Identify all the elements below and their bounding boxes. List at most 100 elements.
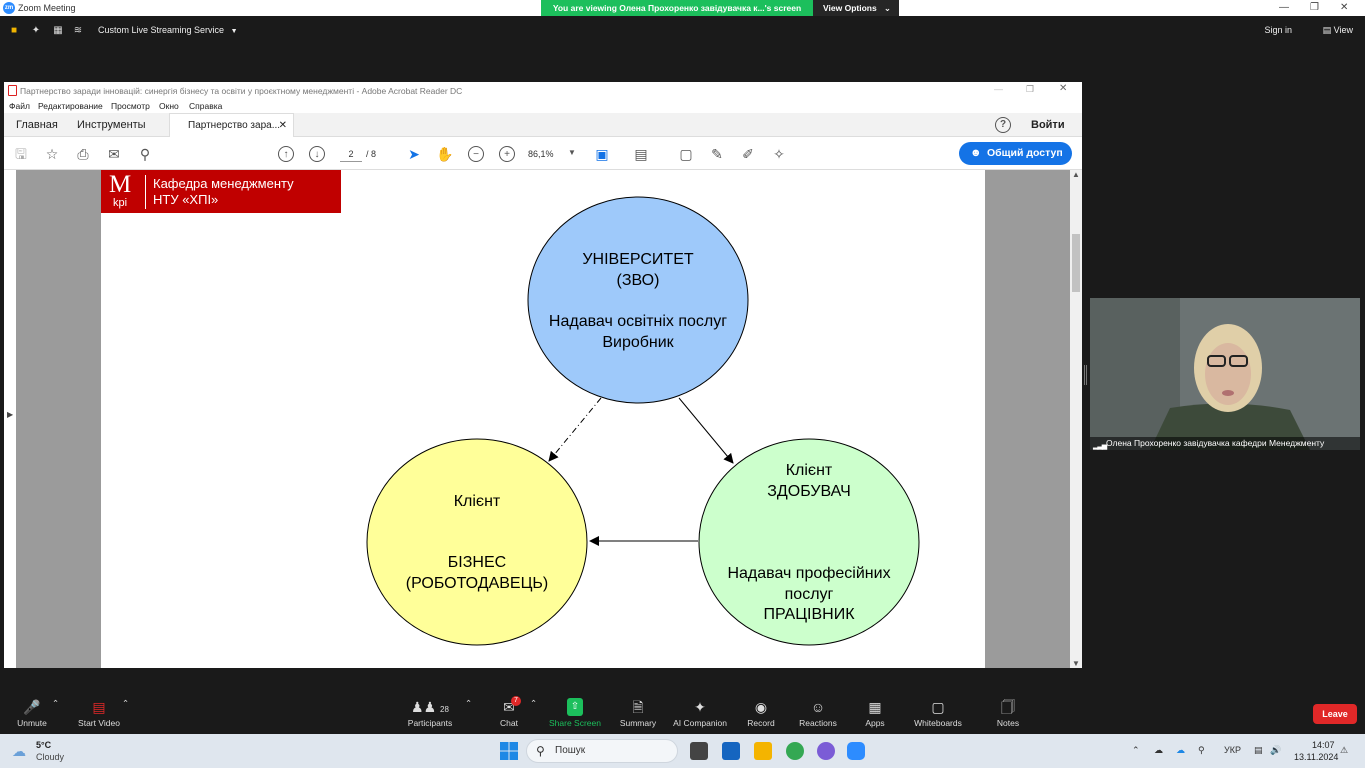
volume-icon[interactable]: 🔊 — [1270, 745, 1282, 755]
chat-caret-icon[interactable]: ⌃ — [530, 698, 538, 708]
cloud-weather-icon[interactable]: ☁ — [12, 743, 26, 759]
scroll-down-icon[interactable]: ▼ — [1072, 659, 1080, 668]
onedrive-icon[interactable]: ☁ — [1154, 745, 1163, 755]
splitter-handle[interactable] — [1084, 365, 1087, 385]
restore-icon[interactable]: ❐ — [1026, 84, 1035, 94]
participants-caret-icon[interactable]: ⌃ — [465, 698, 473, 708]
vertical-scrollbar[interactable]: ▲ ▼ — [1070, 170, 1082, 668]
email-icon[interactable]: ✉ — [108, 146, 120, 162]
menu-file[interactable]: Файл — [9, 101, 30, 111]
apps-label: Apps — [865, 718, 885, 728]
record-button[interactable]: ◉ Record — [744, 698, 778, 728]
help-icon[interactable]: ? — [995, 117, 1011, 133]
university-title: УНІВЕРСИТЕТ — [582, 251, 694, 268]
security-shield-icon[interactable]: ■ — [10, 25, 18, 36]
arrow-university-to-student — [678, 397, 734, 464]
rss-stream-icon[interactable]: ≋ — [73, 25, 83, 36]
print-icon[interactable]: ⎙ — [77, 146, 89, 162]
highlight-pen-icon[interactable]: ✎ — [711, 146, 723, 162]
participants-button[interactable]: ♟♟ 28 Participants — [405, 698, 455, 728]
clock-time[interactable]: 14:07 — [1312, 740, 1335, 750]
close-tab-icon[interactable]: ✕ — [278, 120, 287, 131]
minimize-icon[interactable]: — — [1279, 2, 1289, 13]
summary-button[interactable]: 🗎 Summary — [618, 698, 658, 728]
scrollbar-thumb[interactable] — [1072, 234, 1080, 292]
view-options-button[interactable]: View Options ⌄ — [813, 0, 899, 16]
file-explorer-icon[interactable] — [754, 742, 772, 760]
store-app-icon[interactable] — [722, 742, 740, 760]
signal-bars-icon: ▂▃▅ — [1093, 443, 1107, 450]
network-icon[interactable]: ⚲ — [1198, 745, 1205, 755]
tray-overflow-icon[interactable]: ⌃ — [1132, 745, 1140, 755]
acrobat-sign-in[interactable]: Войти — [1031, 119, 1065, 131]
hand-tool-icon[interactable]: ✋ — [436, 146, 454, 162]
menu-window[interactable]: Окно — [159, 101, 179, 111]
chrome-icon[interactable] — [786, 742, 804, 760]
share-button[interactable]: ☻ Общий доступ — [959, 142, 1072, 165]
notification-bell-icon[interactable]: ⚠ — [1340, 745, 1349, 755]
zoom-in-icon[interactable]: + — [499, 146, 515, 162]
comment-icon[interactable]: ▢ — [679, 146, 693, 162]
notes-button[interactable]: 🗍 Notes — [994, 698, 1022, 728]
apps-button[interactable]: ▦ Apps — [860, 698, 890, 728]
star-icon[interactable]: ☆ — [45, 146, 59, 162]
search-zoom-icon[interactable]: ⚲ — [139, 146, 151, 162]
page-number-input[interactable]: 2 — [340, 146, 362, 162]
weather-description[interactable]: Cloudy — [36, 752, 65, 762]
audio-options-caret-icon[interactable]: ⌃ — [52, 698, 60, 708]
close-icon[interactable]: ✕ — [1059, 83, 1068, 94]
tab-document[interactable]: Партнерство зара... ✕ — [169, 113, 294, 138]
document-viewport[interactable]: УНІВЕРСИТЕТ (ЗВО) Надавач освітніх послу… — [16, 170, 1070, 668]
unmute-button[interactable]: 🎤 Unmute — [14, 698, 50, 728]
left-panel-toggle[interactable]: ▶ — [4, 170, 16, 668]
prev-page-icon[interactable]: ↑ — [278, 146, 294, 162]
fit-page-icon[interactable]: ▣ — [595, 146, 609, 162]
scroll-up-icon[interactable]: ▲ — [1072, 170, 1080, 179]
scroll-mode-icon[interactable]: ▤ — [634, 146, 648, 162]
task-view-icon[interactable] — [690, 742, 708, 760]
caret-down-icon[interactable]: ▼ — [568, 148, 576, 157]
weather-temperature[interactable]: 5°C — [36, 740, 52, 750]
viber-icon[interactable] — [817, 742, 835, 760]
acrobat-menubar: Файл Редактирование Просмотр Окно Справк… — [4, 99, 1082, 113]
minimize-icon[interactable]: — — [994, 84, 1003, 94]
zoom-app-icon[interactable] — [847, 742, 865, 760]
tab-tools[interactable]: Инструменты — [77, 119, 146, 131]
share-screen-button[interactable]: ⇧ Share Screen — [548, 698, 602, 728]
sign-in-link[interactable]: Sign in — [1264, 25, 1292, 35]
sign-icon[interactable]: ✐ — [742, 146, 754, 162]
ai-sparkle-icon[interactable]: ✦ — [31, 25, 41, 36]
live-streaming-dropdown[interactable]: Custom Live Streaming Service ▼ — [98, 25, 238, 35]
chat-badge: 7 — [511, 696, 521, 706]
next-page-icon[interactable]: ↓ — [309, 146, 325, 162]
zoom-level-select[interactable]: 86,1% — [528, 149, 554, 159]
windows-start-icon[interactable] — [500, 742, 518, 760]
university-role2: Виробник — [602, 334, 674, 351]
menu-help[interactable]: Справка — [189, 101, 223, 111]
menu-edit[interactable]: Редактирование — [38, 101, 103, 111]
zoom-out-icon[interactable]: − — [468, 146, 484, 162]
language-indicator[interactable]: УКР — [1224, 745, 1241, 755]
chat-button[interactable]: ✉ 7 Chat — [494, 696, 524, 728]
save-icon[interactable]: 🖫 — [15, 146, 27, 162]
leave-button[interactable]: Leave — [1313, 704, 1357, 724]
menu-view[interactable]: Просмотр — [111, 101, 150, 111]
video-options-caret-icon[interactable]: ⌃ — [122, 698, 130, 708]
taskbar-search[interactable]: ⚲ Пошук — [526, 739, 678, 763]
more-tools-icon[interactable]: ✧ — [773, 146, 785, 162]
maximize-icon[interactable]: ❐ — [1310, 2, 1319, 13]
reactions-button[interactable]: ☺ Reactions — [796, 698, 840, 728]
start-video-button[interactable]: ▤ Start Video — [74, 698, 124, 728]
select-cursor-icon[interactable]: ➤ — [408, 146, 420, 162]
ai-companion-button[interactable]: ✦ AI Companion — [671, 698, 729, 728]
view-button[interactable]: ▤ View — [1323, 25, 1353, 36]
display-icon[interactable]: ▤ — [1254, 745, 1263, 755]
zoom-logo-icon: zm — [3, 2, 15, 14]
tab-home[interactable]: Главная — [16, 119, 58, 131]
grid-icon[interactable]: ▦ — [53, 25, 63, 36]
close-icon[interactable]: ✕ — [1340, 2, 1349, 13]
whiteboards-button[interactable]: ▢ Whiteboards — [912, 698, 964, 728]
clock-date[interactable]: 13.11.2024 — [1294, 752, 1339, 762]
participant-video[interactable] — [1090, 298, 1360, 450]
cloud-sync-icon[interactable]: ☁ — [1176, 745, 1185, 755]
